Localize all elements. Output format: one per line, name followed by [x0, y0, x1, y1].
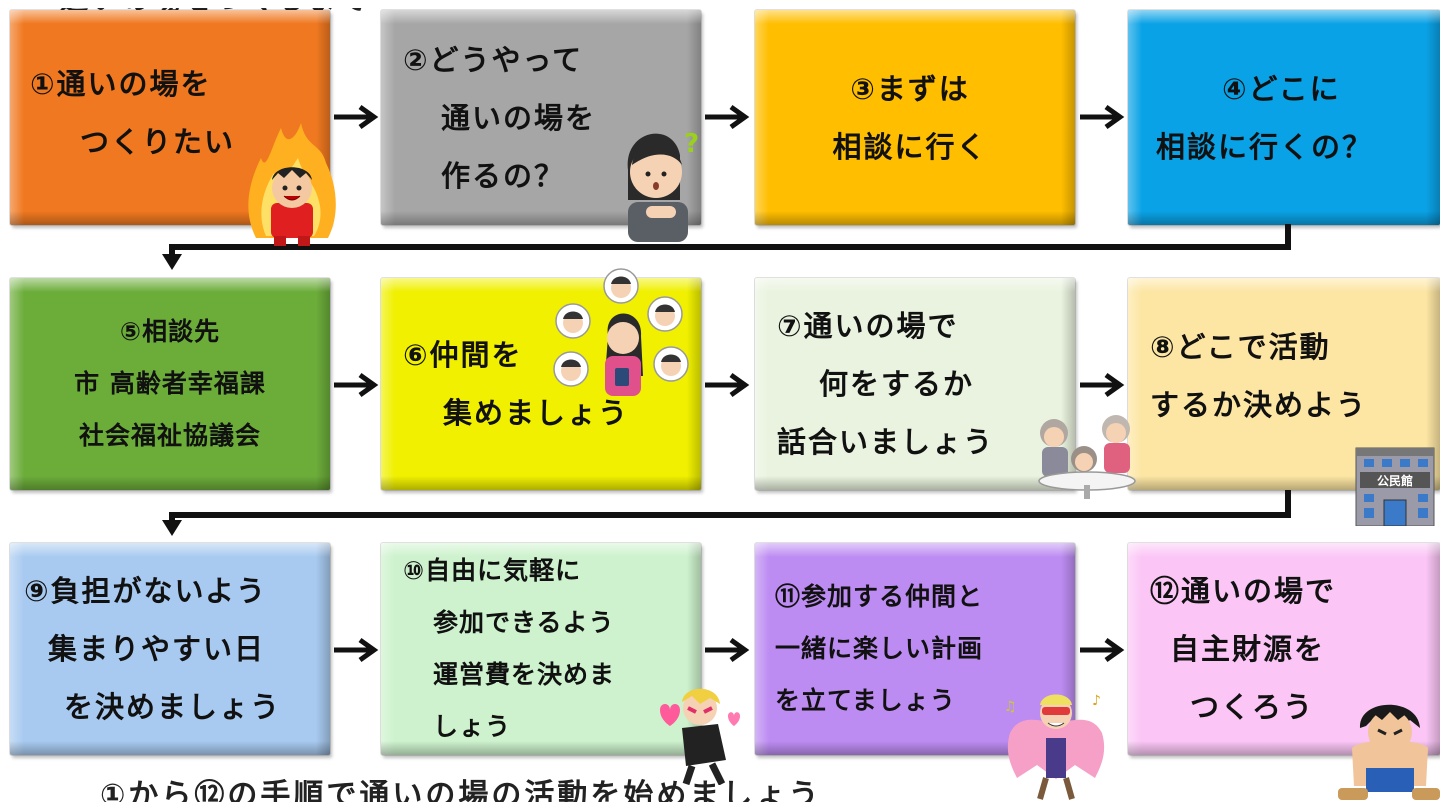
step-2-line-1: ②どうやって — [403, 42, 584, 77]
step-9-box: ⑨負担がないよう 集まりやすい日 を決めましょう — [10, 543, 330, 755]
step-7-box: ⑦通いの場で 何をするか 話合いましょう — [755, 278, 1075, 490]
step-7-line-3: 話合いましょう — [777, 425, 995, 459]
step-6-text: ⑥仲間を 集めましょう — [381, 278, 701, 490]
row-connector-2 — [162, 490, 1291, 536]
step-10-line-3: 運営費を決めま — [433, 660, 616, 689]
step-10-line-2: 参加できるよう — [433, 608, 615, 637]
step-5-line-1: ⑤相談先 — [119, 317, 221, 346]
arrow-right-10-11 — [705, 637, 750, 663]
step-6-box: ⑥仲間を 集めましょう — [381, 278, 701, 490]
arrow-right-5-6 — [334, 372, 379, 398]
step-2-line-3: 作るの？ — [441, 158, 566, 193]
step-10-text: ⑩自由に気軽に 参加できるよう 運営費を決めま しょう — [381, 543, 701, 755]
step-5-box: ⑤相談先 市 高齢者幸福課 社会福祉協議会 — [10, 278, 330, 490]
step-6-line-1: ⑥仲間を — [403, 338, 523, 372]
step-3-text: ③まずは 相談に行く — [755, 10, 1075, 225]
step-6-line-2: 集めましょう — [443, 396, 630, 430]
step-4-text: ④どこに 相談に行くの？ — [1128, 10, 1440, 225]
step-1-line-2: つくりたい — [80, 124, 236, 159]
arrow-right-9-10 — [334, 637, 379, 663]
step-4-line-1: ④どこに — [1222, 71, 1341, 106]
step-3-line-1: ③まずは — [850, 71, 970, 106]
thinking-woman-illustration: ? — [627, 129, 699, 242]
step-12-text: ⑫通いの場で 自主財源を つくろう — [1128, 543, 1440, 755]
step-5-line-2: 市 高齢者幸福課 — [74, 369, 266, 398]
question-mark: ? — [684, 129, 699, 159]
friends-network-illustration — [553, 268, 689, 396]
svg-text:♫: ♫ — [1004, 699, 1017, 715]
step-11-line-1: ⑪参加する仲間と — [775, 582, 984, 611]
arrow-right-7-8 — [1080, 372, 1125, 398]
step-9-text: ⑨負担がないよう 集まりやすい日 を決めましょう — [10, 543, 330, 755]
step-2-text: ②どうやって 通いの場を 作るの？ — [381, 10, 701, 225]
arrow-right-2-3 — [705, 104, 750, 130]
community-center-building: 公民館 — [1355, 447, 1435, 526]
step-4-box: ④どこに 相談に行くの？ — [1128, 10, 1440, 225]
step-12-box: ⑫通いの場で 自主財源を つくろう — [1128, 543, 1440, 755]
pink-coat-man-illustration: ♫ ♪ — [1004, 693, 1105, 800]
step-5-text: ⑤相談先 市 高齢者幸福課 社会福祉協議会 — [10, 278, 330, 490]
step-7-text: ⑦通いの場で 何をするか 話合いましょう — [755, 278, 1075, 490]
svg-text:♪: ♪ — [1092, 693, 1101, 709]
step-9-line-2: 集まりやすい日 — [48, 632, 266, 666]
seniors-table-illustration — [1038, 415, 1136, 499]
step-12-line-2: 自主財源を — [1170, 632, 1326, 666]
row-connector-1 — [162, 224, 1291, 270]
step-11-box: ⑪参加する仲間と 一緒に楽しい計画 を立てましょう — [755, 543, 1075, 755]
step-3-box: ③まずは 相談に行く — [755, 10, 1075, 225]
step-1-text: ①通いの場を つくりたい — [10, 10, 330, 225]
step-7-line-1: ⑦通いの場で — [777, 309, 959, 343]
step-11-text: ⑪参加する仲間と 一緒に楽しい計画 を立てましょう — [755, 543, 1075, 755]
determined-boy-illustration — [1338, 704, 1440, 800]
arrow-right-6-7 — [705, 372, 750, 398]
step-1-line-1: ①通いの場を — [30, 66, 212, 101]
step-8-text: ⑧どこで活動 するか決めよう — [1128, 278, 1440, 490]
step-11-line-3: を立てましょう — [775, 686, 956, 715]
step-5-line-3: 社会福祉協議会 — [78, 421, 261, 450]
top-strip — [0, 0, 1440, 8]
step-12-line-3: つくろう — [1190, 690, 1315, 724]
arrow-right-1-2 — [334, 104, 379, 130]
step-2-line-2: 通いの場を — [441, 100, 597, 135]
arrow-right-3-4 — [1080, 104, 1125, 130]
step-4-line-2: 相談に行くの？ — [1156, 129, 1374, 164]
step-8-line-1: ⑧どこで活動 — [1150, 330, 1331, 364]
step-9-line-1: ⑨負担がないよう — [24, 574, 267, 608]
fired-up-man-illustration — [248, 123, 336, 246]
step-7-line-2: 何をするか — [819, 367, 975, 401]
arrow-right-11-12 — [1080, 637, 1125, 663]
step-9-line-3: を決めましょう — [64, 690, 282, 724]
heart-eyes-man-illustration — [660, 688, 740, 785]
building-sign: 公民館 — [1377, 473, 1413, 488]
step-8-line-2: するか決めよう — [1150, 388, 1368, 422]
step-12-line-1: ⑫通いの場で — [1150, 574, 1337, 608]
step-10-box: ⑩自由に気軽に 参加できるよう 運営費を決めま しょう — [381, 543, 701, 755]
step-10-line-1: ⑩自由に気軽に — [403, 556, 582, 585]
footer-fragment: ①から⑫の手順で通いの場の活動を始めましょう — [100, 778, 822, 802]
step-10-line-4: しょう — [433, 712, 512, 741]
step-3-line-2: 相談に行く — [832, 129, 988, 164]
step-11-line-2: 一緒に楽しい計画 — [775, 634, 984, 663]
